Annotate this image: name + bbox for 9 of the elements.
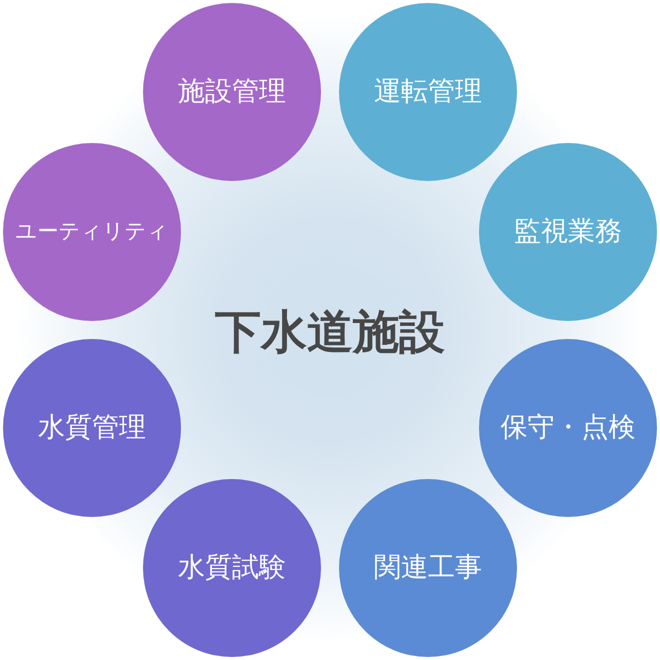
circle-label: 水質管理: [38, 413, 146, 443]
circle-label: 保守・点検: [500, 413, 636, 443]
circle-label: 施設管理: [178, 77, 286, 107]
circle-label: ユーティリティ: [16, 220, 168, 244]
circle-label: 関連工事: [374, 553, 482, 583]
circle-label: 監視業務: [514, 217, 622, 247]
circle-label: 水質試験: [178, 553, 286, 583]
circle-label: 運転管理: [374, 77, 482, 107]
center-title: 下水道施設: [215, 306, 445, 358]
